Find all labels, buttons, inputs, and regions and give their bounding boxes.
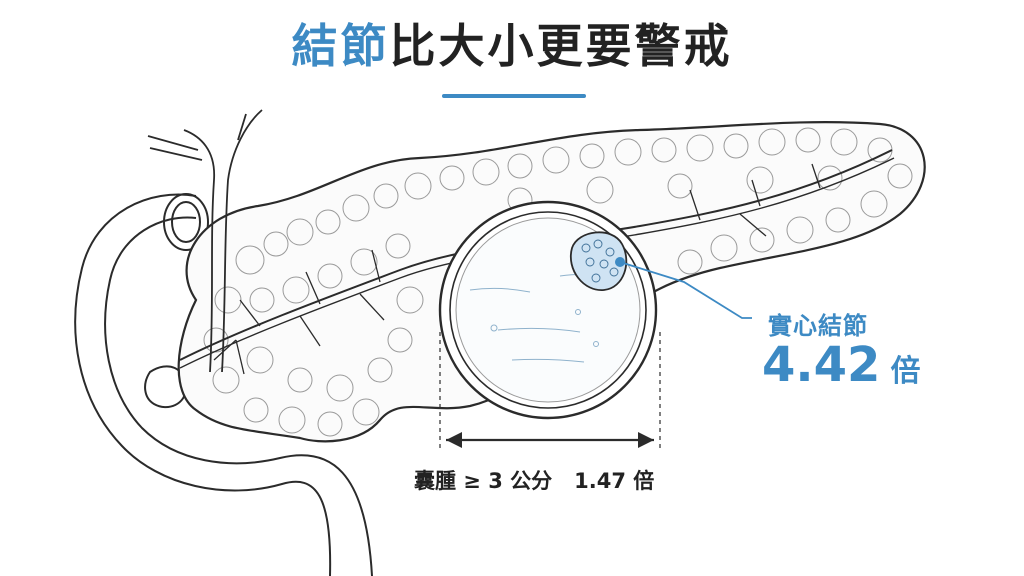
cyst-unit: 倍 [633,469,655,493]
page-title: 結節比大小更要警戒 [0,16,1024,76]
nodule-value: 4.42 [762,337,881,393]
callout-leader [619,261,752,319]
cyst [438,200,658,420]
cyst-measure-label: 囊腫 ≥ 3 公分 1.47 倍 [414,465,654,495]
duodenum [74,193,373,576]
title-accent: 結節 [291,19,390,73]
gallbladder [163,193,209,251]
nodule-unit: 倍 [890,354,921,389]
nodule-callout-value: 4.42 倍 [762,337,920,393]
title-rest: 比大小更要警戒 [389,19,733,73]
cyst-value: 1.47 [574,469,626,493]
nodule-callout-label: 實心結節 [768,312,868,340]
cyst-measurement [439,332,661,450]
cyst-label: 囊腫 ≥ 3 公分 [414,469,553,493]
solid-nodule [569,231,628,291]
title-underline [442,94,586,98]
